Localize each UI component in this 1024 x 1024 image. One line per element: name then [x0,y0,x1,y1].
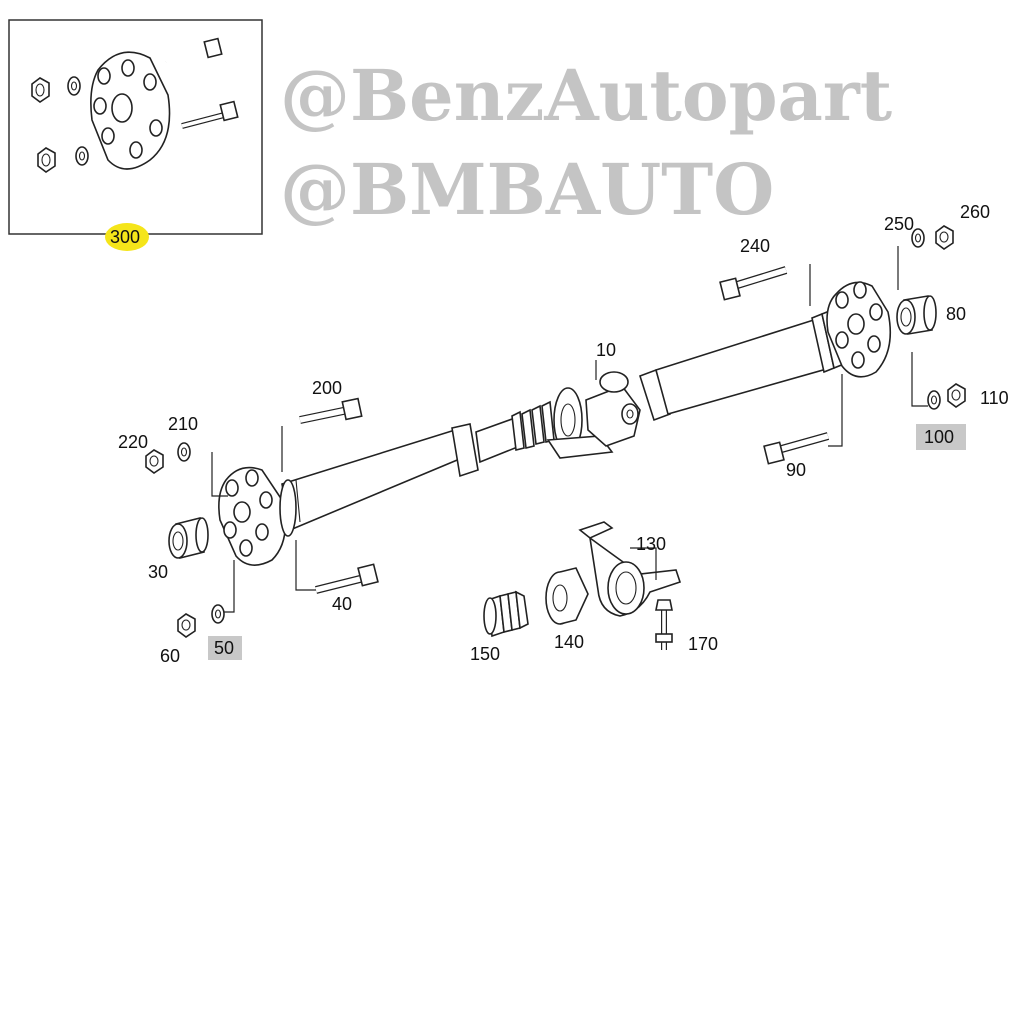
callout-10: 10 [596,340,616,360]
inset-washer-upper [67,76,81,96]
callout-140: 140 [554,632,584,652]
inset-nut-lower [37,147,56,173]
nut-260 [935,225,954,250]
bolt-200 [299,397,363,424]
nut-220 [145,449,164,474]
watermark-line-1: @BenzAutopart [280,54,892,137]
callout-90: 90 [786,460,806,480]
callout-50: 50 [214,638,234,658]
bolt-240 [719,266,788,301]
callout-100-box [916,424,966,450]
washer-210 [177,442,191,462]
callout-60: 60 [160,646,180,666]
inset-washer-lower [75,146,89,166]
centering-sleeve-80 [896,295,937,335]
centering-sleeve-30 [168,517,209,559]
flex-disc-front [826,281,892,378]
flex-disc-rear [218,466,297,566]
callout-40: 40 [332,594,352,614]
callout-260: 260 [960,202,990,222]
inset-bolt-lower [181,100,239,129]
propeller-shaft-10 [281,308,845,532]
bolt-40 [315,563,379,594]
callout-150: 150 [470,644,500,664]
callout-80: 80 [946,304,966,324]
washer-250 [911,228,925,248]
washer-50 [211,604,225,624]
kit-300-highlight [105,223,149,251]
callout-30: 30 [148,562,168,582]
callout-110: 110 [980,388,1009,408]
callout-labels: 10 30 40 50 60 80 90 100 110 130 140 150… [118,202,1009,666]
inset-flex-disc [90,51,171,170]
nut-110 [947,383,966,408]
bolt-90 [763,432,830,465]
callout-200: 200 [312,378,342,398]
inset-kit-box: 300 [8,19,263,251]
callout-240: 240 [740,236,770,256]
callout-50-box [208,636,242,660]
kit-300-label: 300 [110,227,140,247]
bellows-150 [483,590,529,638]
callout-130: 130 [636,534,666,554]
callout-210: 210 [168,414,198,434]
nut-60 [177,613,196,638]
watermark-line-2: @BMBAUTO [280,148,774,231]
center-bearing-bracket-130 [578,521,682,617]
inset-bolt-upper [165,37,223,64]
ball-bearing-140 [545,567,589,625]
screw-170 [655,599,673,650]
washer-100 [927,390,941,410]
kit-300-badge: 300 [105,223,149,251]
callout-220: 220 [118,432,148,452]
leader-lines [211,246,928,613]
inset-nut-upper [31,77,50,103]
callout-100: 100 [924,427,954,447]
callout-250: 250 [884,214,914,234]
callout-170: 170 [688,634,718,654]
